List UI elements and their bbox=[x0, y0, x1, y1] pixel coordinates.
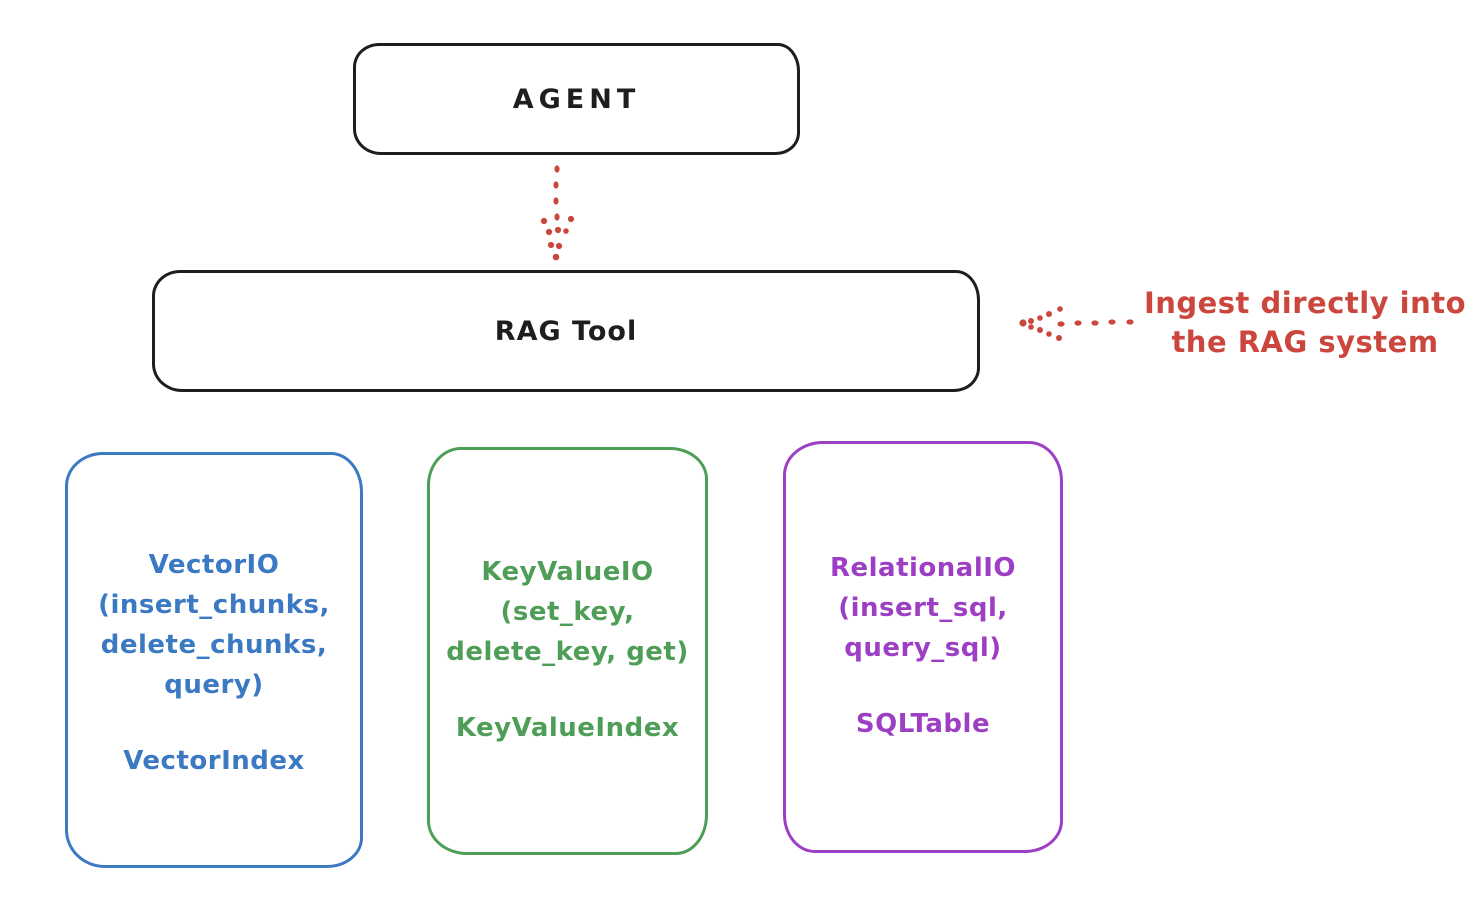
keyvalue-io-line: KeyValueIO bbox=[481, 557, 654, 587]
relational-io-line: query_sql) bbox=[844, 633, 1002, 663]
vector-io-line: delete_chunks, bbox=[100, 630, 328, 660]
ingest-annotation-line1: Ingest directly into bbox=[1143, 286, 1467, 320]
agent-node: AGENT bbox=[353, 43, 800, 155]
vector-index-label: VectorIndex bbox=[123, 746, 305, 776]
ingest-annotation-line2: the RAG system bbox=[1171, 325, 1439, 359]
relational-io-line: (insert_sql, bbox=[838, 593, 1008, 623]
relational-io-node: RelationalIO (insert_sql, query_sql) SQL… bbox=[783, 441, 1063, 853]
rag-tool-label: RAG Tool bbox=[494, 315, 638, 347]
rag-tool-node: RAG Tool bbox=[152, 270, 980, 392]
keyvalue-io-node: KeyValueIO (set_key, delete_key, get) Ke… bbox=[427, 447, 708, 855]
vector-io-line: (insert_chunks, bbox=[98, 590, 330, 620]
sql-table-label: SQLTable bbox=[855, 709, 991, 739]
ingest-annotation: Ingest directly into the RAG system bbox=[1135, 284, 1475, 362]
dotted-down-arrow-icon bbox=[540, 165, 575, 261]
vector-io-node: VectorIO (insert_chunks, delete_chunks, … bbox=[65, 452, 363, 868]
vector-io-line: query) bbox=[164, 670, 264, 700]
keyvalue-io-line: delete_key, get) bbox=[446, 637, 689, 667]
keyvalue-io-line: (set_key, bbox=[500, 597, 635, 627]
dotted-left-arrow-icon bbox=[1019, 306, 1134, 341]
keyvalue-index-label: KeyValueIndex bbox=[455, 713, 680, 743]
relational-io-line: RelationalIO bbox=[829, 553, 1017, 583]
vector-io-line: VectorIO bbox=[148, 550, 280, 580]
agent-label: AGENT bbox=[512, 83, 641, 115]
